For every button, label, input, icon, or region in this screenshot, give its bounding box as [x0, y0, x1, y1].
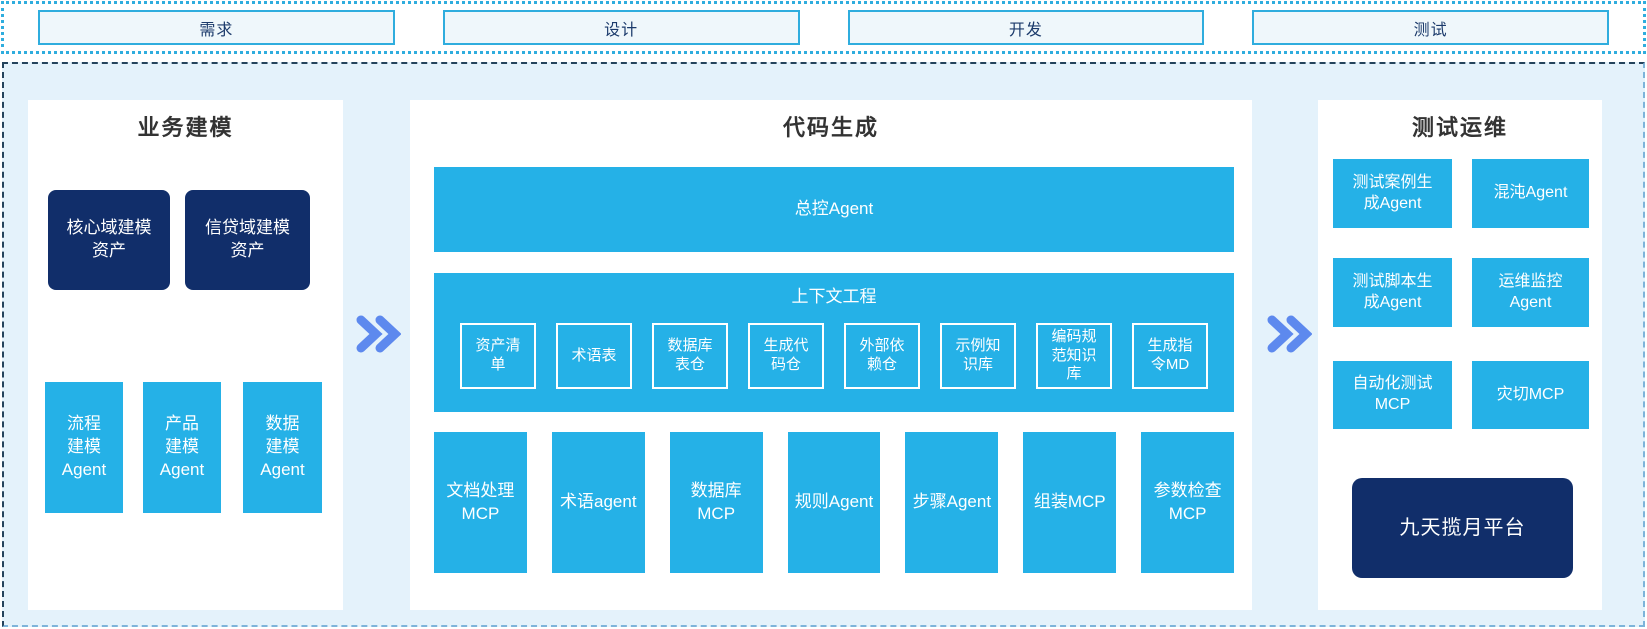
- node-label: 数据库 表仓: [667, 337, 713, 373]
- node-label: 自动化测试 MCP: [1352, 375, 1433, 413]
- node-test-case-generation-agent: 测试案例生 成Agent: [1333, 159, 1452, 228]
- node-label: 测试案例生 成Agent: [1352, 173, 1433, 212]
- node-core-domain-assets: 核心域建模 资产: [48, 190, 170, 290]
- node-label: 流程 建模 Agent: [61, 414, 107, 479]
- context-engineering-title: 上下文工程: [791, 287, 877, 306]
- node-master-agent: 总控Agent: [434, 167, 1234, 252]
- node-label: 术语agent: [560, 492, 637, 512]
- phase-label: 测试: [1413, 21, 1448, 39]
- node-label: 混沌Agent: [1493, 184, 1568, 202]
- context-items-row: 资产清 单 术语表 数据库 表仓 生成代 码仓 外部依 赖仓 示例知 识库 编码…: [460, 323, 1208, 389]
- phase-requirements: 需求: [38, 10, 395, 45]
- panel-title: 业务建模: [137, 115, 234, 140]
- node-glossary-agent: 术语agent: [551, 432, 645, 573]
- node-label: 参数检查 MCP: [1153, 480, 1222, 523]
- node-generation-instruction-md: 生成指 令MD: [1132, 323, 1208, 389]
- panel-test-ops: 测试运维 测试案例生 成Agent 混沌Agent 测试脚本生 成Agent 运…: [1318, 100, 1602, 610]
- node-label: 生成指 令MD: [1147, 337, 1193, 373]
- double-chevron-right-icon: [1266, 315, 1312, 353]
- node-db-table-repo: 数据库 表仓: [652, 323, 728, 389]
- node-label: 组装MCP: [1033, 492, 1106, 512]
- node-external-dependency-repo: 外部依 赖仓: [844, 323, 920, 389]
- phase-label: 需求: [199, 21, 234, 39]
- main-canvas: 业务建模 核心域建模 资产 信贷域建模 资产 流程 建模 Agent 产品 建模…: [2, 62, 1645, 627]
- node-parameter-check-mcp: 参数检查 MCP: [1141, 432, 1235, 573]
- node-ops-monitoring-agent: 运维监控 Agent: [1472, 258, 1589, 327]
- node-label: 生成代 码仓: [763, 337, 809, 373]
- node-example-knowledge-base: 示例知 识库: [940, 323, 1016, 389]
- node-label: 示例知 识库: [955, 337, 1001, 373]
- panel-code-generation: 代码生成 总控Agent 上下文工程 资产清 单 术语表 数据库 表仓 生成代 …: [410, 100, 1252, 610]
- node-context-engineering: 上下文工程 资产清 单 术语表 数据库 表仓 生成代 码仓 外部依 赖仓 示例知…: [434, 273, 1234, 412]
- node-test-script-generation-agent: 测试脚本生 成Agent: [1333, 258, 1452, 327]
- node-coding-standard-knowledge-base: 编码规 范知识 库: [1036, 323, 1112, 389]
- node-data-modeling-agent: 数据 建模 Agent: [243, 382, 322, 513]
- node-database-mcp: 数据库 MCP: [669, 432, 763, 573]
- panel-title: 代码生成: [782, 115, 879, 140]
- node-label: 核心域建模 资产: [66, 218, 152, 260]
- node-step-agent: 步骤Agent: [905, 432, 999, 573]
- node-disaster-switch-mcp: 灾切MCP: [1472, 361, 1589, 429]
- node-automated-testing-mcp: 自动化测试 MCP: [1333, 361, 1452, 429]
- node-product-modeling-agent: 产品 建模 Agent: [143, 382, 221, 513]
- panel-title: 测试运维: [1411, 115, 1508, 140]
- node-label: 数据 建模 Agent: [260, 414, 305, 479]
- node-jiutian-lanyue-platform: 九天揽月平台: [1352, 478, 1573, 578]
- node-label: 产品 建模 Agent: [159, 414, 205, 479]
- node-rule-agent: 规则Agent: [787, 432, 881, 573]
- node-process-modeling-agent: 流程 建模 Agent: [45, 382, 123, 513]
- node-label: 运维监控 Agent: [1498, 272, 1563, 311]
- panel-business-modeling: 业务建模 核心域建模 资产 信贷域建模 资产 流程 建模 Agent 产品 建模…: [28, 100, 343, 610]
- node-label: 步骤Agent: [912, 492, 992, 512]
- tool-row: 文档处理 MCP 术语agent 数据库 MCP 规则Agent 步骤Agent…: [434, 432, 1235, 573]
- node-label: 测试脚本生 成Agent: [1352, 272, 1433, 311]
- node-label: 术语表: [571, 346, 617, 364]
- phase-label: 开发: [1008, 21, 1043, 39]
- node-label: 灾切MCP: [1496, 385, 1565, 403]
- node-label: 文档处理 MCP: [446, 480, 515, 523]
- double-chevron-right-icon: [355, 315, 401, 353]
- node-chaos-agent: 混沌Agent: [1472, 159, 1589, 228]
- node-label: 数据库 MCP: [690, 480, 742, 523]
- node-label: 资产清 单: [475, 337, 521, 373]
- node-doc-processing-mcp: 文档处理 MCP: [434, 432, 527, 573]
- node-generated-code-repo: 生成代 码仓: [748, 323, 824, 389]
- node-asset-list: 资产清 单: [460, 323, 536, 389]
- phase-development: 开发: [847, 10, 1205, 45]
- node-glossary: 术语表: [556, 323, 632, 389]
- node-assembly-mcp: 组装MCP: [1023, 432, 1117, 573]
- node-label: 信贷域建模 资产: [205, 218, 290, 260]
- node-label: 外部依 赖仓: [859, 337, 905, 373]
- phase-testing: 测试: [1252, 10, 1609, 45]
- node-label: 总控Agent: [794, 199, 874, 219]
- phase-design: 设计: [442, 10, 800, 45]
- node-label: 九天揽月平台: [1399, 516, 1526, 539]
- node-label: 规则Agent: [794, 492, 874, 512]
- phase-strip: 需求 设计 开发 测试: [1, 1, 1646, 54]
- node-credit-domain-assets: 信贷域建模 资产: [185, 190, 310, 290]
- phase-label: 设计: [604, 21, 639, 39]
- node-label: 编码规 范知识 库: [1051, 327, 1097, 383]
